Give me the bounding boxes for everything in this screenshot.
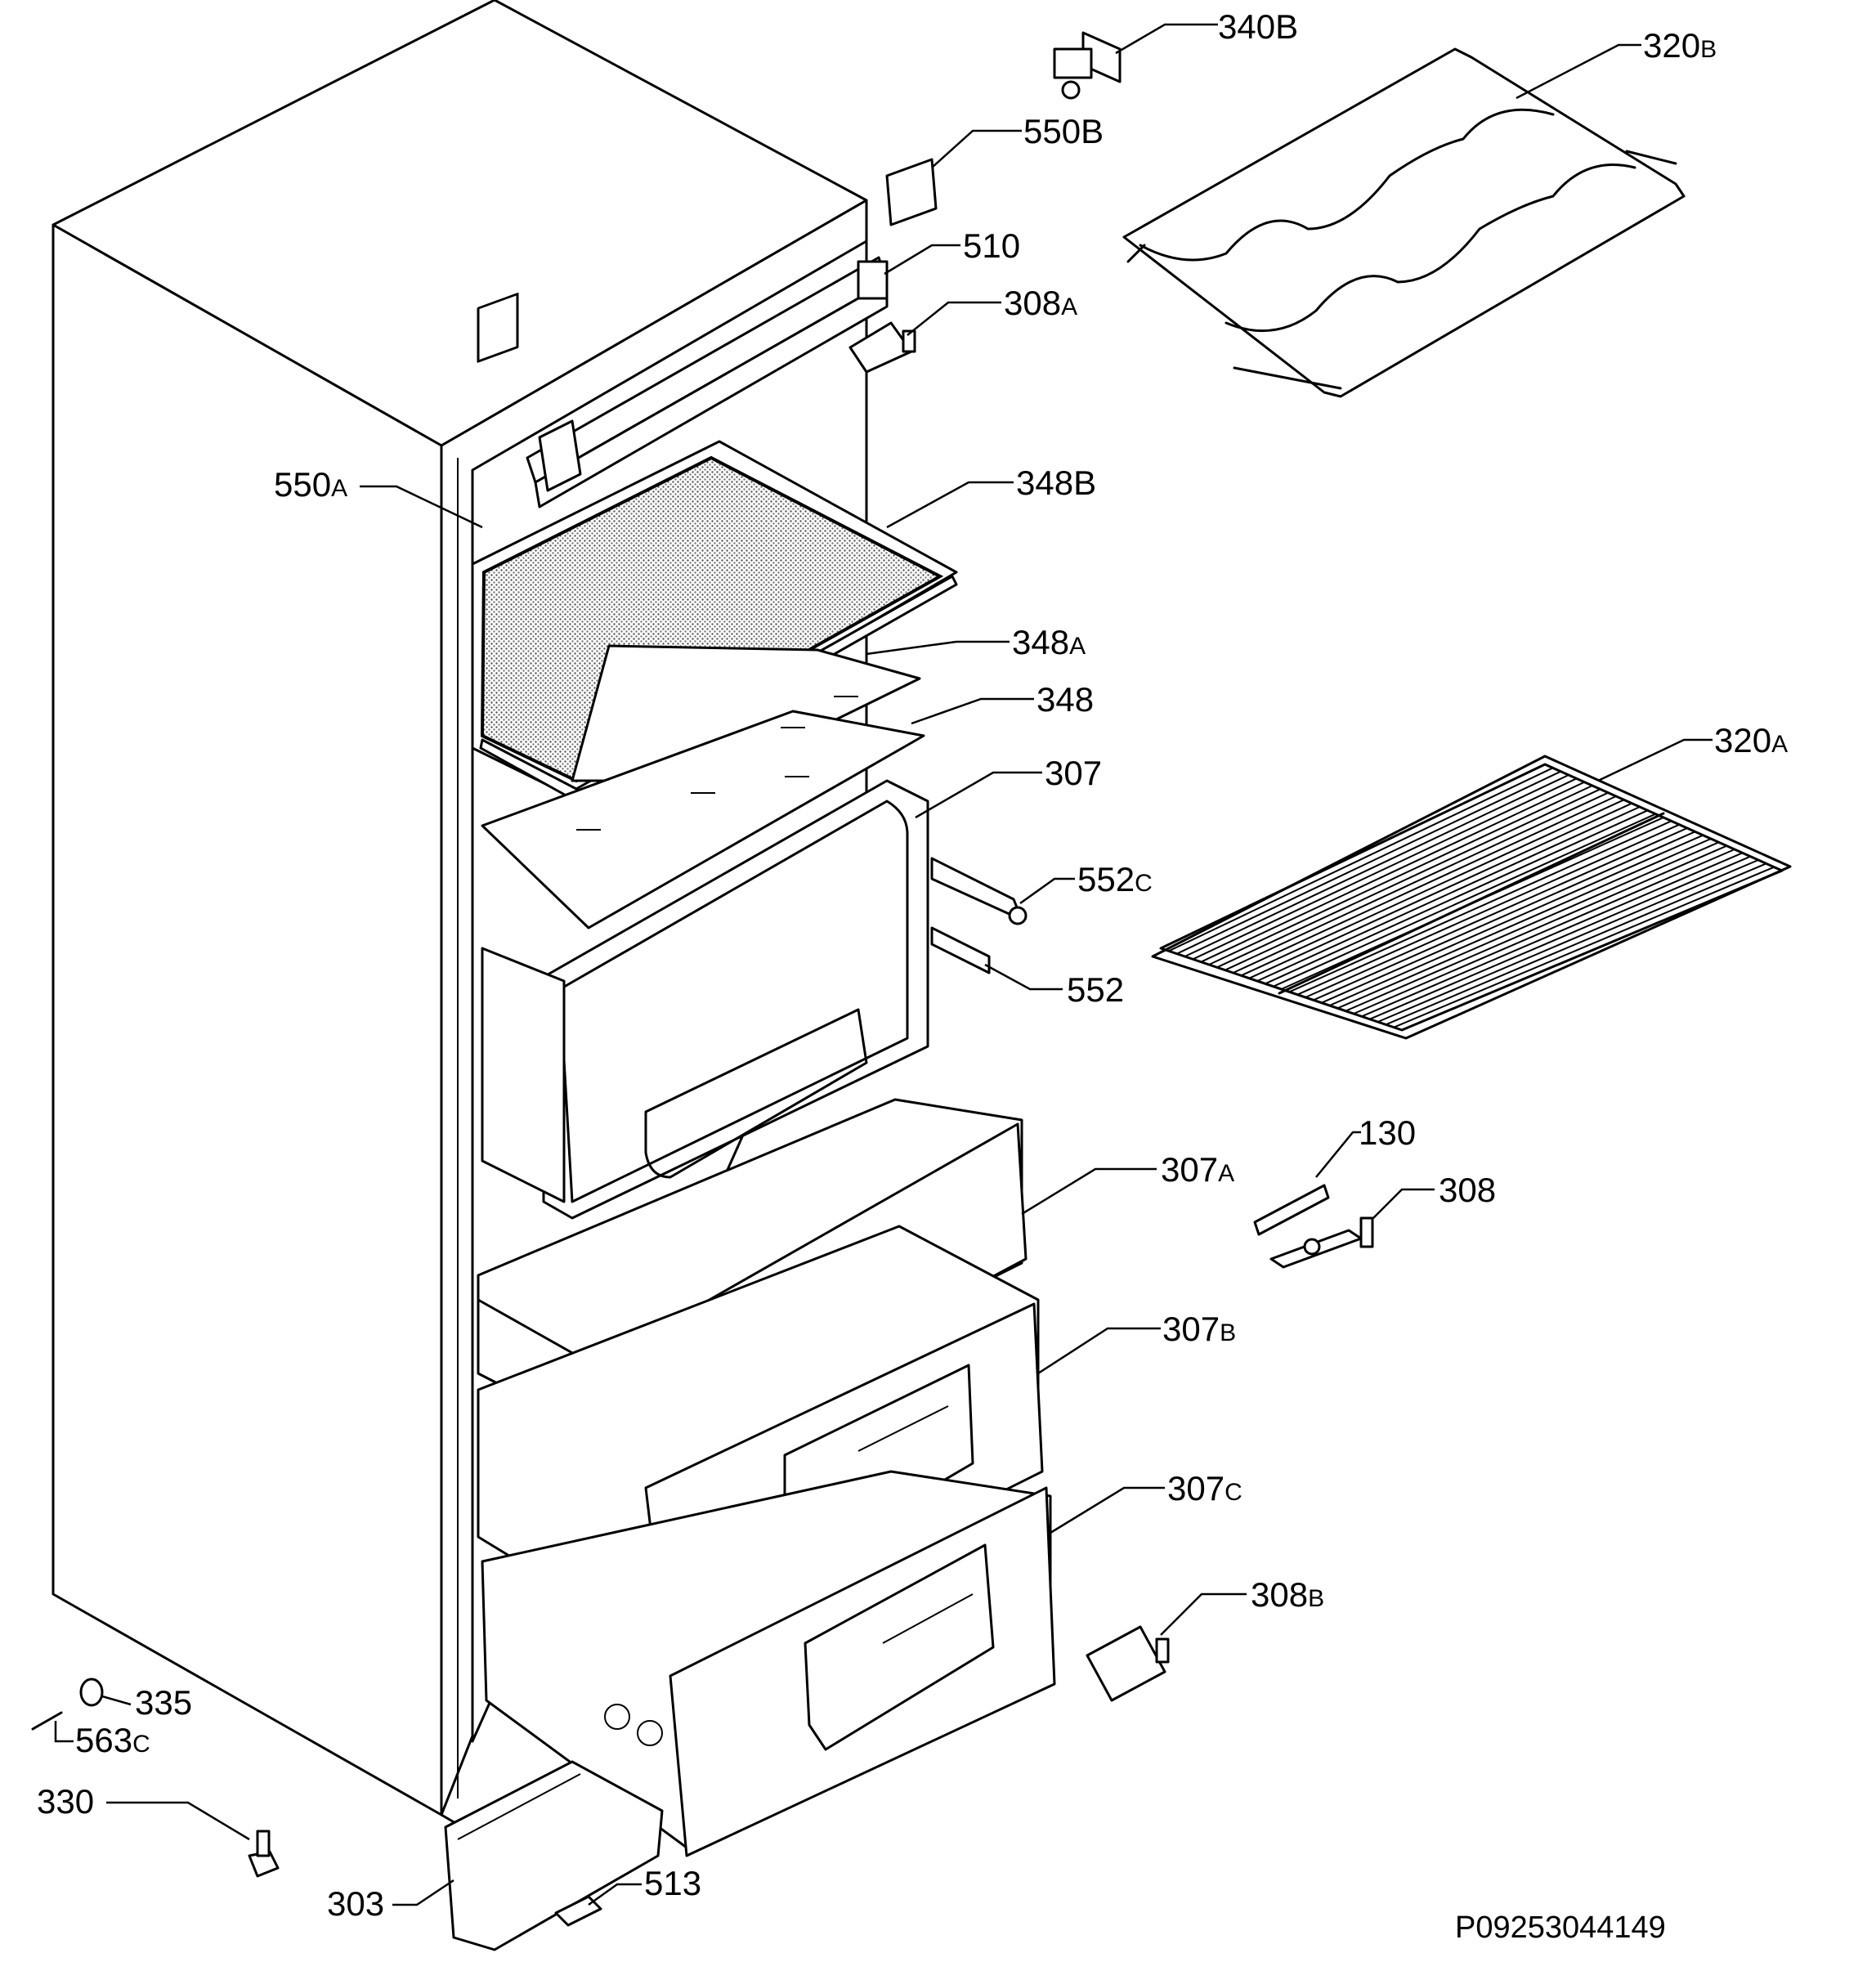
callout-320b: 320B xyxy=(1516,26,1717,100)
cover-550b-part xyxy=(885,158,938,226)
hinge-308a-part xyxy=(848,321,916,374)
svg-text:563C: 563C xyxy=(75,1721,150,1759)
wire-shelf-bars xyxy=(1160,764,1783,1031)
freezer-flap-part xyxy=(481,779,929,1220)
callout-307b: 307B xyxy=(1037,1310,1236,1375)
callout-348a: 348A xyxy=(866,623,1086,661)
wire-bar xyxy=(1385,862,1767,1026)
callout-513: 513 xyxy=(588,1864,701,1906)
svg-text:513: 513 xyxy=(644,1864,701,1902)
wire-crossbar xyxy=(1278,812,1665,995)
cover-plate-part xyxy=(481,644,925,929)
wire-bar xyxy=(1200,781,1585,963)
svg-text:308: 308 xyxy=(1439,1171,1496,1209)
svg-text:348: 348 xyxy=(1037,680,1094,719)
drawer-307c-part xyxy=(481,1470,1056,1857)
svg-text:320A: 320A xyxy=(1714,721,1788,759)
hinge-top-part xyxy=(1053,31,1122,100)
wire-bar xyxy=(1393,866,1775,1028)
svg-text:307: 307 xyxy=(1045,754,1102,792)
hinge-middle-part xyxy=(1253,1184,1374,1269)
callout-308a: 308A xyxy=(907,284,1077,336)
plinth-part xyxy=(444,1760,664,1951)
wire-bar xyxy=(1192,777,1578,961)
spacer-part xyxy=(31,1678,104,1731)
adjustable-foot-part xyxy=(248,1830,280,1878)
callout-550b: 550B xyxy=(931,112,1104,168)
wire-bar xyxy=(1305,827,1688,998)
svg-text:348A: 348A xyxy=(1012,623,1086,661)
svg-text:510: 510 xyxy=(963,226,1020,265)
wire-bar xyxy=(1265,809,1649,985)
light-cover-part xyxy=(477,293,519,363)
wire-bar xyxy=(1361,852,1744,1018)
wire-bar xyxy=(1313,831,1696,1001)
callout-552: 552 xyxy=(984,963,1124,1009)
wire-bar xyxy=(1296,823,1680,996)
callout-307: 307 xyxy=(915,754,1102,819)
wire-bar xyxy=(1369,855,1751,1020)
callout-550a: 550A xyxy=(274,465,483,529)
svg-text:335: 335 xyxy=(135,1683,192,1722)
svg-text:348B: 348B xyxy=(1016,464,1096,502)
wire-bar xyxy=(1336,841,1720,1010)
callout-335: 335 xyxy=(101,1683,192,1722)
wire-bar xyxy=(1160,764,1546,949)
svg-text:307A: 307A xyxy=(1161,1150,1234,1189)
callout-320a: 320A xyxy=(1597,721,1788,782)
svg-text:307B: 307B xyxy=(1162,1310,1236,1348)
svg-text:303: 303 xyxy=(327,1884,384,1923)
callout-340b: 340B xyxy=(1115,7,1298,55)
callout-348: 348 xyxy=(911,680,1094,725)
callout-563c: 563C xyxy=(54,1721,150,1759)
wire-bar xyxy=(1233,795,1617,974)
wire-bar xyxy=(1208,785,1593,965)
wire-bar xyxy=(1216,788,1601,969)
runner-rail-part xyxy=(930,857,1028,974)
callout-307c: 307C xyxy=(1050,1469,1242,1534)
control-panel-part xyxy=(526,256,889,508)
svg-text:130: 130 xyxy=(1359,1113,1416,1152)
wine-rack-part xyxy=(1122,47,1686,398)
wire-bar xyxy=(1321,834,1704,1004)
svg-text:552C: 552C xyxy=(1077,860,1153,898)
wire-bar xyxy=(1256,806,1641,982)
svg-text:550A: 550A xyxy=(274,465,347,504)
wire-bar xyxy=(1401,870,1783,1031)
callout-552c: 552C xyxy=(1019,860,1153,905)
callout-130: 130 xyxy=(1315,1113,1416,1178)
svg-text:307C: 307C xyxy=(1167,1469,1242,1507)
svg-text:552: 552 xyxy=(1067,970,1124,1009)
svg-text:550B: 550B xyxy=(1023,112,1104,150)
svg-text:340B: 340B xyxy=(1218,7,1298,46)
wire-bar xyxy=(1240,799,1625,977)
wire-bar xyxy=(1329,838,1712,1006)
wire-bar xyxy=(1248,802,1632,979)
callout-303: 303 xyxy=(327,1879,454,1923)
wire-bar xyxy=(1273,813,1656,988)
wire-bar xyxy=(1345,844,1727,1012)
wire-bar xyxy=(1168,767,1554,952)
callout-308b: 308B xyxy=(1160,1575,1324,1636)
wire-bar xyxy=(1184,774,1569,957)
hinge-bottom-part xyxy=(1086,1625,1170,1702)
svg-text:308A: 308A xyxy=(1004,284,1077,322)
svg-text:308B: 308B xyxy=(1251,1575,1324,1614)
callout-307a: 307A xyxy=(1021,1150,1234,1216)
callout-348b: 348B xyxy=(886,464,1096,529)
wire-bar xyxy=(1353,849,1735,1015)
svg-text:330: 330 xyxy=(37,1782,94,1821)
wire-bar xyxy=(1377,859,1759,1023)
wire-bar xyxy=(1176,770,1561,955)
callout-330: 330 xyxy=(37,1782,250,1841)
wire-bar xyxy=(1225,791,1609,971)
callout-510: 510 xyxy=(884,226,1020,275)
diagram-code: P09253044149 xyxy=(1455,1910,1666,1945)
wire-bar xyxy=(1288,820,1672,993)
svg-text:320B: 320B xyxy=(1643,26,1717,65)
callout-308: 308 xyxy=(1372,1171,1496,1219)
